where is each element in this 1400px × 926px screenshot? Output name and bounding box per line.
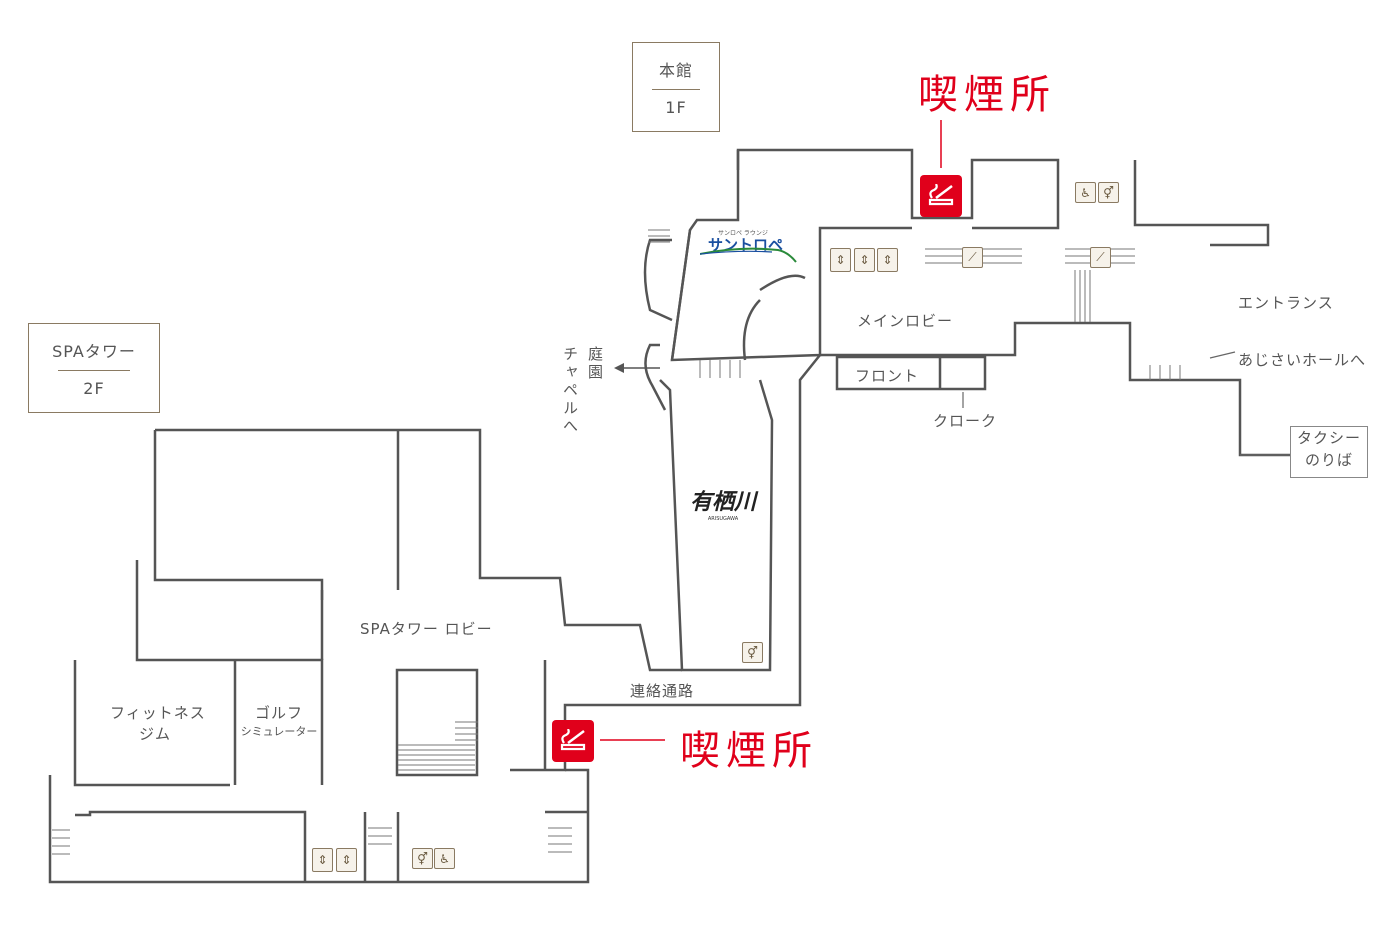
spa-wall-north-left	[153, 430, 324, 660]
honkan-floor-label: 本館 1F	[632, 42, 720, 132]
golf-line2: シミュレーター	[240, 725, 318, 738]
taxi-stand-label: タクシー のりば	[1290, 426, 1368, 478]
elevator-icon: ⇕	[312, 848, 333, 872]
restaurant-subtitle: サンロペ ラウンジ	[718, 230, 768, 237]
honkan-wall-south	[820, 321, 1290, 457]
spa-lobby-label: SPAタワー ロビー	[360, 620, 493, 638]
fitness-gym-label: フィットネス ジム	[110, 702, 206, 744]
wheelchair-icon: ♿	[1075, 182, 1096, 203]
spa-floor: 2F	[83, 379, 105, 398]
honkan-wall-top	[736, 148, 1060, 230]
spa-wall-north	[155, 428, 682, 672]
honkan-floor: 1F	[665, 98, 687, 117]
escalator-icon: ⟋	[962, 247, 983, 268]
fitness-line2: ジム	[138, 725, 171, 743]
restroom-icon: ⚥	[412, 848, 433, 869]
main-lobby-label: メインロビー	[857, 312, 954, 330]
smoking-area-icon[interactable]	[920, 175, 962, 217]
arrow-left-icon	[614, 363, 660, 373]
cloak-label: クローク	[933, 412, 998, 430]
ajisai-hall-label[interactable]: あじさいホールへ	[1238, 351, 1367, 369]
arisugawa-name: 有栖川	[689, 490, 756, 515]
arisugawa-outline	[659, 379, 774, 672]
elevator-icon: ⇕	[877, 248, 898, 272]
wheelchair-icon: ♿	[434, 848, 455, 869]
smoking-label-top: 喫煙所	[918, 72, 1056, 118]
spa-wall-south	[48, 768, 590, 884]
corridor-wall-east	[510, 354, 821, 772]
golf-simulator-label: ゴルフ シミュレーター	[238, 702, 320, 739]
smoking-label-bottom: 喫煙所	[680, 728, 818, 774]
restaurant-logo-arisugawa: 有栖川 ARISUGAWA	[683, 484, 763, 522]
spa-wall-west	[135, 560, 324, 785]
entrance-label: エントランス	[1238, 294, 1334, 312]
chapel-label[interactable]: チャペルへ	[561, 346, 579, 436]
corridor-label: 連絡通路	[630, 682, 695, 700]
elevator-icon: ⇕	[336, 848, 357, 872]
spa-floor-label: SPAタワー 2F	[28, 323, 160, 413]
garden-label: 庭園	[586, 346, 604, 382]
restroom-icon: ⚥	[742, 642, 763, 663]
smoking-area-icon[interactable]	[552, 720, 594, 762]
fitness-line1: フィットネス	[110, 704, 206, 722]
spa-name: SPAタワー	[52, 342, 136, 361]
ajisai-leader	[1209, 351, 1236, 359]
taxi-line2: のりば	[1304, 451, 1353, 469]
arisugawa-subtitle: ARISUGAWA	[707, 516, 739, 522]
honkan-wall-east	[1133, 160, 1270, 247]
escalator-icon: ⟋	[1090, 247, 1111, 268]
restroom-icon: ⚥	[1098, 182, 1119, 203]
honkan-name: 本館	[658, 61, 693, 80]
elevator-icon: ⇕	[830, 248, 851, 272]
golf-line1: ゴルフ	[254, 704, 303, 722]
front-label: フロント	[855, 367, 920, 385]
taxi-line1: タクシー	[1296, 429, 1361, 447]
elevator-icon: ⇕	[854, 248, 875, 272]
restaurant-logo-santorope: サンロペ ラウンジ サントロペ	[700, 228, 800, 268]
front-desk	[835, 355, 987, 391]
